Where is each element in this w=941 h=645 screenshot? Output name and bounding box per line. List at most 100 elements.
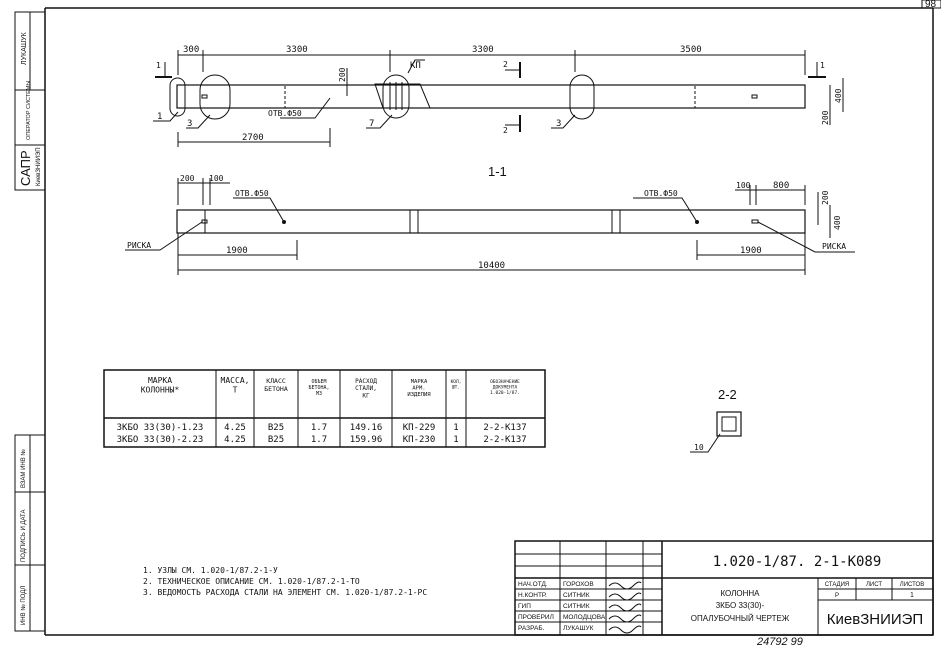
dim-label: 3500 bbox=[680, 45, 702, 55]
table-cell: B25 bbox=[268, 435, 284, 445]
dim-label: 400 bbox=[834, 88, 843, 103]
table-cell: 1 bbox=[453, 423, 458, 433]
section-mark: 2 bbox=[503, 126, 508, 135]
table-cell: 1.7 bbox=[311, 435, 327, 445]
table-header: КОЛ,ШТ. bbox=[451, 379, 462, 390]
dim-label: 1900 bbox=[740, 246, 762, 256]
note: 2. ТЕХНИЧЕСКОЕ ОПИСАНИЕ СМ. 1.020-1/87.2… bbox=[143, 577, 360, 586]
stamp-label: ВЗАМ ИНВ № bbox=[20, 449, 27, 488]
table-cell: КП-230 bbox=[403, 435, 436, 445]
hole-label: ОТВ.Ф50 bbox=[268, 109, 302, 118]
table-header: МАССА,Т bbox=[221, 376, 250, 395]
signature bbox=[608, 581, 642, 590]
document-number: 1.020-1/87. 2-1-К089 bbox=[713, 554, 882, 570]
corner-box bbox=[921, 0, 941, 9]
organization: КиевЗНИИЭП bbox=[827, 611, 923, 628]
drawing-name: 3КБО 33(30)- bbox=[716, 601, 765, 610]
stage-header: СТАДИЯ bbox=[825, 582, 850, 588]
section-mark: 1 bbox=[156, 61, 161, 70]
left-strip-bottom: ВЗАМ ИНВ № ПОДПИСЬ И ДАТА ИНВ № ПОДЛ bbox=[14, 434, 46, 632]
dim-label: 200 bbox=[821, 190, 830, 205]
section-title: 1-1 bbox=[488, 164, 507, 179]
dim-label: 10400 bbox=[478, 261, 505, 271]
column-outline bbox=[176, 84, 806, 109]
title-block: 1.020-1/87. 2-1-К089 НАЧ.ОТД. ГОРОХОВ Н.КО… bbox=[514, 540, 934, 636]
signer-name: ЛУКАШУК bbox=[563, 625, 594, 632]
section-2-2: 2-2 10 bbox=[690, 387, 742, 453]
table-cell: 2-2-К137 bbox=[483, 435, 526, 445]
note: 1. УЗЛЫ СМ. 1.020-1/87.2-1-У bbox=[143, 566, 278, 575]
dim-label: 300 bbox=[183, 45, 199, 55]
hole-label: ОТВ.Ф50 bbox=[644, 189, 678, 198]
left-strip-top: ЛУКАШУК ОПЕРАТОР СИСТЕМЫ САПР КиевЗНИИЭП bbox=[14, 11, 46, 191]
dim-label: 100 bbox=[209, 174, 224, 183]
signer-role: ПРОВЕРИЛ bbox=[518, 614, 554, 621]
dim-label: 3300 bbox=[286, 45, 308, 55]
dim-label: 100 bbox=[736, 181, 751, 190]
drawing-name: ОПАЛУБОЧНЫЙ ЧЕРТЕЖ bbox=[691, 614, 790, 623]
callout-oval bbox=[382, 74, 410, 119]
signer-name: ГОРОХОВ bbox=[563, 581, 594, 588]
dim-label: 800 bbox=[773, 181, 789, 191]
stage-value: Р bbox=[835, 593, 839, 599]
top-view: 300 3300 3300 3500 2700 200 400 200 1 3 … bbox=[153, 45, 844, 147]
operator-name: ЛУКАШУК bbox=[21, 31, 28, 65]
table-cell: 4.25 bbox=[224, 423, 246, 433]
table-cell: 2-2-К137 bbox=[483, 423, 526, 433]
risk-label: РИСКА bbox=[822, 242, 846, 251]
dim-label: 200 bbox=[180, 174, 195, 183]
dim-label: 3300 bbox=[472, 45, 494, 55]
callout-oval bbox=[169, 77, 186, 117]
risk-label: РИСКА bbox=[127, 241, 151, 250]
sheets-header: ЛИСТОВ bbox=[900, 582, 924, 588]
table-cell: 1.7 bbox=[311, 423, 327, 433]
sheets-value: 1 bbox=[910, 592, 914, 599]
signer-name: МОЛОДЦОВА bbox=[563, 614, 606, 621]
stamp-label: ИНВ № ПОДЛ bbox=[20, 586, 27, 625]
sheet-corner-number: 98 bbox=[925, 0, 937, 10]
section-title: 2-2 bbox=[718, 387, 737, 402]
section-1-1: 1-1 200 100 100 800 1900 1900 10400 200 … bbox=[125, 164, 855, 275]
table-cell: 3КБО 33(30)-2.23 bbox=[117, 435, 204, 445]
note: 3. ВЕДОМОСТЬ РАСХОДА СТАЛИ НА ЭЛЕМЕНТ СМ… bbox=[143, 588, 427, 597]
archive-number: 24792 99 bbox=[756, 636, 803, 645]
table-cell: 149.16 bbox=[350, 423, 383, 433]
callout-number: 3 bbox=[556, 119, 561, 129]
dim-label: 200 bbox=[821, 110, 830, 125]
drawing-name: КОЛОННА bbox=[720, 589, 760, 598]
signature bbox=[608, 614, 642, 623]
section-mark: 2 bbox=[503, 60, 508, 69]
callout-number: 1 bbox=[157, 112, 162, 122]
hole-label: ОТВ.Ф50 bbox=[235, 189, 269, 198]
sapr-org: КиевЗНИИЭП bbox=[36, 147, 42, 186]
table-cell: 159.96 bbox=[350, 435, 383, 445]
notes: 1. УЗЛЫ СМ. 1.020-1/87.2-1-У 2. ТЕХНИЧЕС… bbox=[143, 566, 427, 597]
table-cell: 1 bbox=[453, 435, 458, 445]
signer-name: СИТНИК bbox=[563, 603, 590, 610]
callout-number: 3 bbox=[187, 119, 192, 129]
callout-number: 7 bbox=[369, 119, 374, 129]
signer-role: ГИП bbox=[518, 603, 531, 610]
dim-label: 400 bbox=[833, 215, 842, 230]
section-mark: 1 bbox=[820, 61, 825, 70]
column-side-outline bbox=[176, 209, 806, 234]
signature bbox=[608, 603, 642, 612]
callout-oval bbox=[569, 74, 595, 120]
sheet-header: ЛИСТ bbox=[866, 582, 882, 588]
sapr-label: САПР bbox=[18, 150, 33, 186]
signature bbox=[608, 592, 642, 601]
signer-name: СИТНИК bbox=[563, 592, 590, 599]
table-cell: B25 bbox=[268, 423, 284, 433]
operator-label: ОПЕРАТОР СИСТЕМЫ bbox=[26, 81, 32, 140]
signer-role: НАЧ.ОТД. bbox=[518, 581, 548, 588]
signer-role: Н.КОНТР. bbox=[518, 592, 547, 599]
signature bbox=[608, 625, 642, 634]
